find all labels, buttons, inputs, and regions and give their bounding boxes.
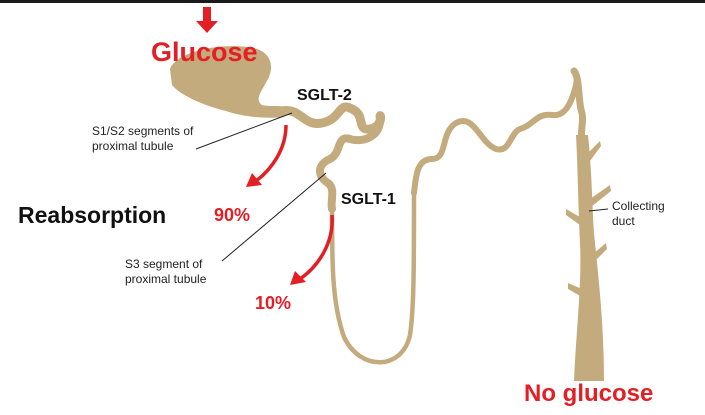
collecting-note-line1: Collecting (612, 199, 665, 213)
reabsorption-arrow-90 (254, 124, 288, 183)
nephron-drawing (170, 7, 611, 381)
glucose-label: Glucose (151, 37, 258, 67)
collecting-duct (574, 135, 604, 381)
percent-10-label: 10% (255, 293, 292, 313)
leader-line-s3 (221, 172, 327, 262)
sglt2-label: SGLT-2 (297, 87, 352, 104)
reabsorption-arrow-10 (298, 214, 334, 281)
proximal-tubule-s1s2 (277, 102, 386, 134)
leader-line-collecting (588, 208, 609, 212)
loop-of-henle (329, 190, 417, 365)
reabsorption-label: Reabsorption (18, 202, 167, 228)
s3-segment-note: S3 segment of proximal tubule (125, 257, 206, 287)
s3-note-line2: proximal tubule (125, 272, 207, 286)
s3-note-line1: S3 segment of (125, 257, 203, 271)
bowmans-capsule (170, 46, 286, 118)
connecting-tubule (570, 67, 587, 143)
duct-branch (590, 185, 611, 207)
percent-90-label: 90% (214, 205, 251, 225)
s1s2-note-line1: S1/S2 segments of (92, 124, 194, 138)
duct-branch (566, 209, 580, 225)
collecting-note-line2: duct (612, 214, 635, 228)
collecting-duct-note: Collecting duct (612, 199, 665, 229)
s1s2-note-line2: proximal tubule (92, 139, 174, 153)
duct-branch (588, 141, 601, 161)
sglt1-label: SGLT-1 (341, 191, 396, 208)
duct-branch (594, 243, 607, 261)
distal-tubule (411, 67, 580, 196)
leader-line-s1s2 (195, 112, 293, 150)
no-glucose-label: No glucose (524, 380, 654, 407)
proximal-tubule-s3 (316, 113, 385, 213)
s1s2-segment-note: S1/S2 segments of proximal tubule (92, 124, 193, 154)
duct-branch (568, 283, 582, 297)
glucose-input-arrow (196, 7, 218, 33)
